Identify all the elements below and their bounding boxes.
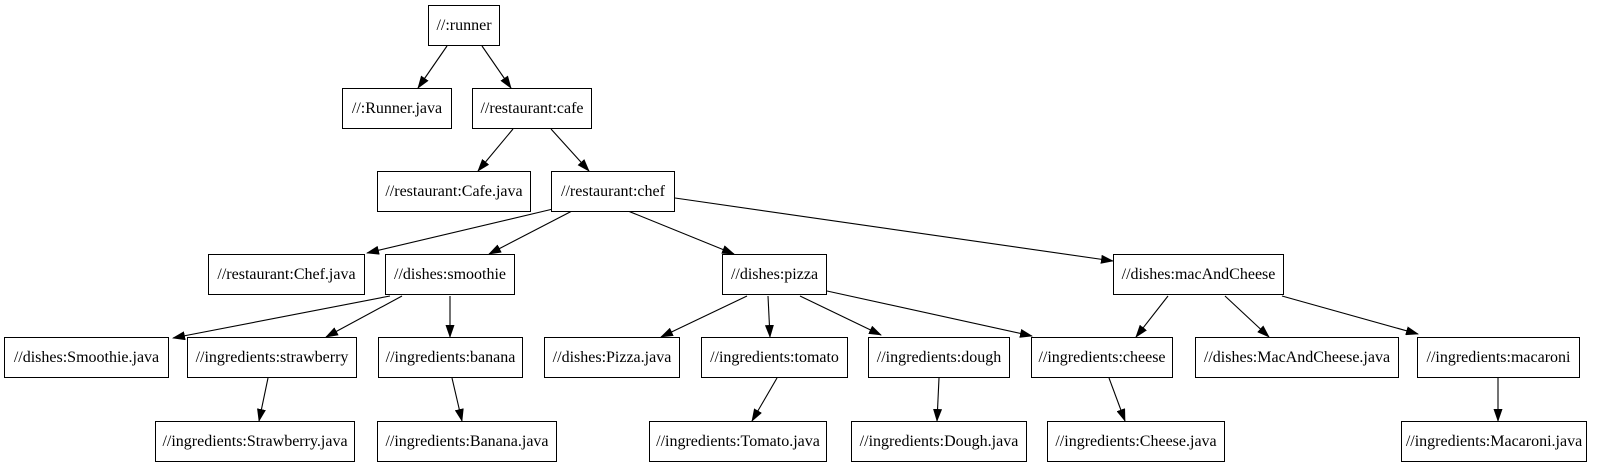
node-label: //ingredients:dough: [876, 348, 1002, 366]
edge-cafe-to-cafe-java: [477, 128, 514, 172]
graph-node-runner: //:runner: [428, 5, 500, 46]
edge-strawberry-to-strawberry-java: [257, 377, 269, 422]
graph-node-pizza: //dishes:pizza: [722, 254, 827, 295]
edge-cheese-to-cheese-java: [1108, 377, 1126, 422]
edge-pizza-to-pizza-java: [660, 295, 748, 338]
node-label: //restaurant:Chef.java: [217, 265, 356, 283]
graph-node-chef-java: //restaurant:Chef.java: [208, 254, 365, 295]
graph-node-strawberry: //ingredients:strawberry: [187, 337, 357, 378]
node-label: //dishes:Smoothie.java: [13, 348, 160, 366]
graph-node-banana: //ingredients:banana: [378, 337, 523, 378]
edge-pizza-to-tomato: [764, 295, 774, 338]
node-label: //ingredients:Cheese.java: [1055, 432, 1217, 450]
graph-node-dough: //ingredients:dough: [868, 337, 1010, 378]
graph-node-smoothie-java: //dishes:Smoothie.java: [4, 337, 169, 378]
graph-node-smoothie: //dishes:smoothie: [385, 254, 515, 295]
edge-smoothie-to-strawberry: [325, 295, 403, 338]
node-label: //ingredients:tomato: [710, 348, 839, 366]
graph-node-runner-java: //:Runner.java: [342, 88, 452, 129]
node-label: //ingredients:Dough.java: [859, 432, 1019, 450]
graph-node-mac-and-cheese-java: //dishes:MacAndCheese.java: [1195, 337, 1399, 378]
edge-tomato-to-tomato-java: [751, 377, 778, 422]
edge-chef-to-smoothie: [488, 210, 573, 255]
node-label: //ingredients:strawberry: [195, 348, 349, 366]
graph-node-banana-java: //ingredients:Banana.java: [377, 421, 557, 462]
edge-mac-and-cheese-to-macaroni: [1281, 295, 1419, 336]
graph-node-mac-and-cheese: //dishes:macAndCheese: [1113, 254, 1284, 295]
graph-node-pizza-java: //dishes:Pizza.java: [544, 337, 680, 378]
graph-node-tomato: //ingredients:tomato: [701, 337, 848, 378]
edge-smoothie-to-smoothie-java: [172, 295, 391, 341]
edge-runner-to-runner-java: [417, 45, 448, 89]
graph-node-macaroni: //ingredients:macaroni: [1417, 337, 1580, 378]
node-label: //restaurant:Cafe.java: [385, 182, 523, 200]
node-label: //ingredients:macaroni: [1426, 348, 1571, 366]
node-label: //dishes:macAndCheese: [1121, 265, 1276, 283]
graph-node-strawberry-java: //ingredients:Strawberry.java: [155, 421, 355, 462]
edge-pizza-to-cheese: [826, 290, 1033, 338]
graph-node-tomato-java: //ingredients:Tomato.java: [649, 421, 827, 462]
node-label: //:runner: [436, 16, 492, 34]
edge-mac-and-cheese-to-mac-and-cheese-java: [1224, 295, 1270, 338]
edge-banana-to-banana-java: [451, 377, 464, 422]
node-label: //dishes:MacAndCheese.java: [1203, 348, 1391, 366]
node-label: //ingredients:Strawberry.java: [162, 432, 348, 450]
edge-runner-to-cafe: [481, 45, 512, 89]
graph-node-macaroni-java: //ingredients:Macaroni.java: [1401, 421, 1587, 462]
node-label: //ingredients:Tomato.java: [656, 432, 820, 450]
graph-node-cheese: //ingredients:cheese: [1031, 337, 1173, 378]
edge-chef-to-chef-java: [366, 208, 554, 255]
edge-mac-and-cheese-to-cheese: [1135, 295, 1169, 338]
edge-chef-to-mac-and-cheese: [674, 197, 1114, 264]
node-label: //dishes:pizza: [730, 265, 819, 283]
node-label: //:Runner.java: [351, 99, 443, 117]
node-label: //dishes:smoothie: [394, 265, 506, 283]
node-label: //restaurant:cafe: [480, 99, 584, 117]
node-label: //ingredients:Macaroni.java: [1405, 432, 1583, 450]
node-label: //ingredients:Banana.java: [385, 432, 549, 450]
node-label: //ingredients:banana: [385, 348, 516, 366]
edge-chef-to-pizza: [627, 210, 735, 255]
graph-node-cheese-java: //ingredients:Cheese.java: [1047, 421, 1225, 462]
node-label: //dishes:Pizza.java: [552, 348, 672, 366]
edge-pizza-to-dough: [799, 295, 882, 336]
edge-cafe-to-chef: [550, 128, 590, 172]
graph-node-chef: //restaurant:chef: [551, 171, 675, 212]
node-label: //restaurant:chef: [561, 182, 665, 200]
node-label: //ingredients:cheese: [1038, 348, 1166, 366]
edge-dough-to-dough-java: [933, 377, 943, 422]
graph-node-dough-java: //ingredients:Dough.java: [851, 421, 1027, 462]
graph-node-cafe-java: //restaurant:Cafe.java: [377, 171, 531, 212]
graph-node-cafe: //restaurant:cafe: [472, 88, 592, 129]
